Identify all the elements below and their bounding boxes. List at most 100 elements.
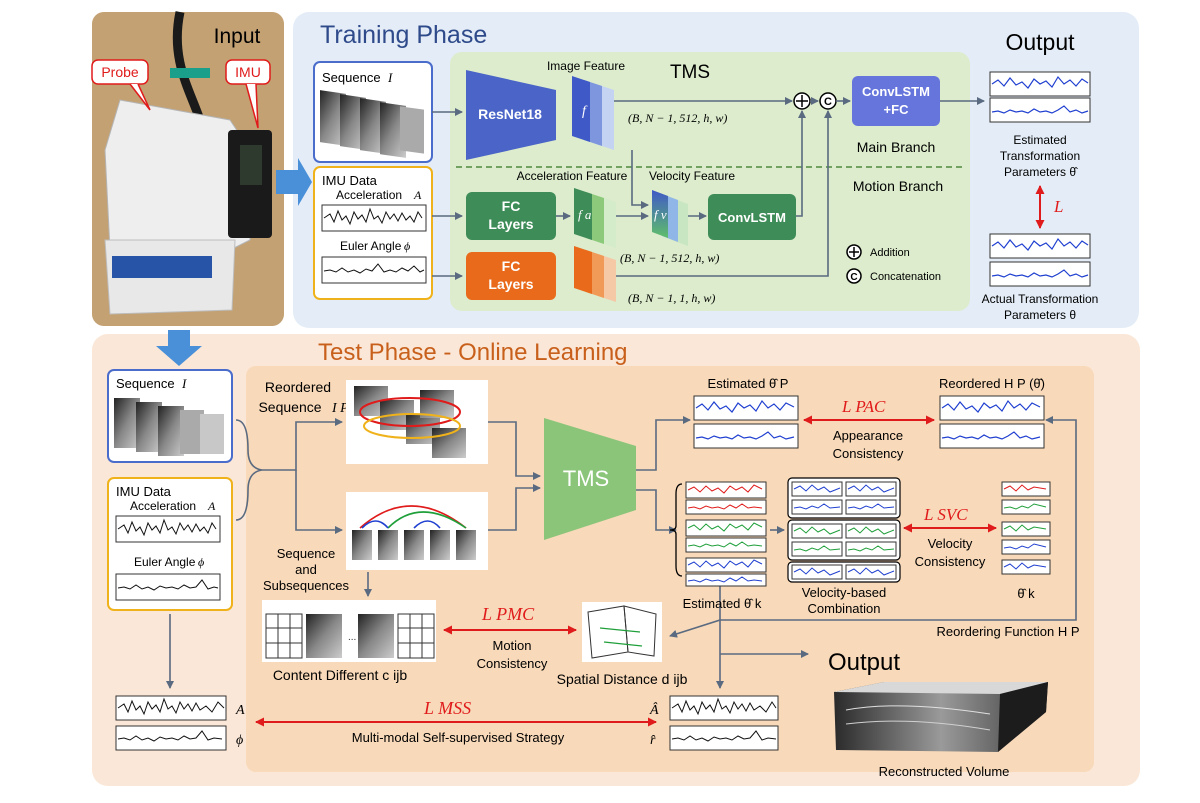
est-params-line3: Parameters θ̂ — [1004, 165, 1078, 179]
test-arrows — [166, 416, 1077, 689]
f-var: f — [582, 104, 588, 119]
train-euler-var: ϕ — [404, 239, 410, 253]
convlstm-fc-line2: +FC — [884, 102, 910, 117]
test-tms-block — [544, 418, 636, 540]
test-output-title: Output — [828, 649, 900, 676]
input-to-training-arrow — [276, 158, 312, 206]
input-photo — [92, 11, 284, 326]
convlstm-fc-block — [852, 76, 940, 126]
imu-label: IMU — [235, 64, 261, 80]
svg-text:C: C — [824, 96, 832, 108]
act-params-line2: Parameters θ — [1004, 308, 1076, 322]
convlstm-fc-line1: ConvLSTM — [862, 84, 930, 99]
appearance-line1: Appearance — [833, 428, 903, 443]
resnet18-block — [466, 70, 556, 160]
velocity-feature-label: Velocity Feature — [649, 169, 735, 183]
test-sequence-var: I — [181, 376, 187, 391]
fc1-line1: FC — [502, 198, 521, 214]
velocity-comb-line1: Velocity-based — [802, 585, 887, 600]
train-accel-label: Acceleration — [336, 188, 402, 202]
test-euler-plot — [115, 573, 221, 601]
train-sequence-frames — [320, 90, 424, 158]
est-params-line2: Transformation — [1000, 149, 1080, 163]
train-accel-signal — [323, 207, 423, 226]
image-feature-stack — [572, 76, 614, 150]
var-A: A — [235, 703, 245, 718]
theta-k-label: θ̂ k — [1017, 586, 1035, 601]
var-rhat: r̂ — [650, 733, 656, 748]
l-svc-label: L SVC — [923, 505, 968, 524]
fc1-line2: Layers — [488, 216, 533, 232]
reordering-fn-label: Reordering Function H P — [936, 624, 1079, 639]
velocity-combination-plots — [787, 477, 901, 583]
imu-callout: IMU — [225, 59, 271, 129]
training-arrows — [432, 97, 985, 280]
var-phi: ϕ — [236, 733, 243, 748]
reordered-hp-label: Reordered H P (θ̂) — [939, 376, 1045, 391]
test-phase-title: Test Phase - Online Learning — [318, 339, 628, 366]
actual-params-plot — [989, 233, 1091, 287]
reordered-hp-plot — [939, 395, 1045, 449]
test-tms-label: TMS — [563, 466, 609, 491]
loss-L: L — [1053, 197, 1063, 216]
fc-layers-accel — [466, 192, 556, 240]
fa-var: f a — [578, 207, 592, 222]
convlstm-block — [708, 194, 796, 240]
content-diff-image: ... — [262, 600, 436, 662]
test-sequence-frames — [114, 398, 224, 456]
content-diff-label: Content Different c ijb — [273, 667, 408, 683]
subseq-line1: Sequence — [277, 546, 336, 561]
main-branch-label: Main Branch — [857, 139, 936, 155]
image-feature-label: Image Feature — [547, 59, 625, 73]
train-euler-signal — [323, 263, 425, 274]
svg-text:C: C — [850, 272, 857, 283]
reconstructed-volume — [834, 682, 1048, 752]
motion-cons-line1: Motion — [492, 638, 531, 653]
test-imu-title: IMU Data — [116, 484, 172, 499]
var-Ahat: Â — [649, 701, 659, 718]
reordered-sequence-image — [346, 380, 488, 464]
probe-callout: Probe — [91, 59, 151, 111]
train-accel-var: A — [413, 188, 422, 202]
test-sequence-label: Sequence — [116, 376, 175, 391]
input-to-test-arrow — [156, 330, 202, 366]
accel-feature-stack — [574, 188, 616, 248]
estimated-p-plot — [693, 395, 799, 449]
dim3-label: (B, N − 1, 1, h, w) — [628, 291, 715, 305]
mss-strategy-label: Multi-modal Self-supervised Strategy — [352, 730, 565, 745]
spatial-dist-label: Spatial Distance d ijb — [557, 671, 688, 687]
estimated-k-plots — [685, 481, 767, 587]
test-euler-var: ϕ — [198, 555, 204, 569]
motion-cons-line2: Consistency — [477, 656, 548, 671]
legend-concat-icon — [846, 268, 862, 284]
input-title: Input — [214, 25, 261, 48]
velocity-feature-stack — [652, 190, 688, 246]
velocity-cons-line1: Velocity — [928, 536, 973, 551]
l-pac-label: L PAC — [841, 397, 886, 416]
est-params-line1: Estimated — [1013, 133, 1066, 147]
convlstm-label: ConvLSTM — [718, 210, 786, 225]
theta-k-plots — [1001, 481, 1051, 575]
train-imu-title: IMU Data — [322, 173, 378, 188]
velocity-cons-line2: Consistency — [915, 554, 986, 569]
imu-signal-plots — [115, 695, 227, 751]
legend-add-label: Addition — [870, 247, 910, 259]
svg-text:...: ... — [348, 632, 356, 643]
estimated-k-brace — [669, 483, 683, 577]
l-pmc-label: L PMC — [481, 604, 535, 624]
recon-volume-label: Reconstructed Volume — [879, 764, 1010, 779]
dim2-label: (B, N − 1, 512, h, w) — [620, 251, 719, 265]
test-accel-var: A — [207, 499, 216, 513]
reordered-line1: Reordered — [265, 379, 331, 395]
l-mss-label: L MSS — [423, 698, 471, 718]
fc-layers-euler — [466, 252, 556, 300]
train-tms-title: TMS — [670, 62, 710, 83]
estimated-k-label: Estimated θ̂ k — [683, 596, 762, 611]
accel-feature-label: Acceleration Feature — [517, 169, 628, 183]
test-accel-label: Acceleration — [130, 499, 196, 513]
estimated-p-label: Estimated θ̂ P — [708, 376, 789, 391]
act-params-line1: Actual Transformation — [982, 292, 1099, 306]
subseq-line2: and — [295, 562, 317, 577]
subseq-line3: Subsequences — [263, 578, 350, 593]
